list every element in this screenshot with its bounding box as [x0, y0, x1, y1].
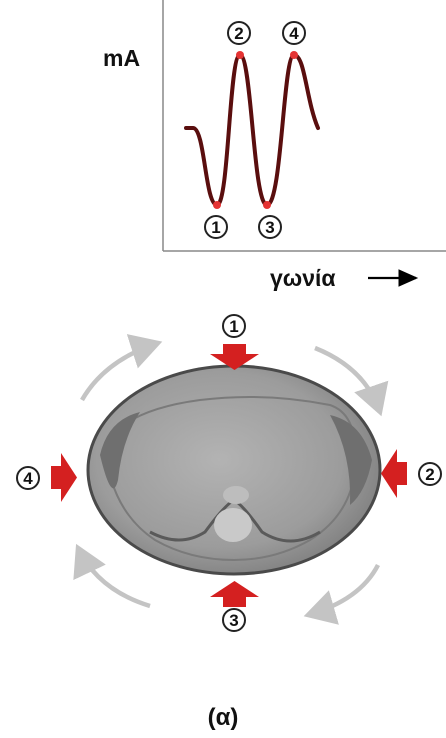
- figure-caption: (α): [208, 704, 239, 731]
- svg-text:3: 3: [265, 218, 274, 237]
- rotation-arrow-bottom-right: [308, 565, 378, 615]
- beam-marker-1: 1: [223, 315, 245, 337]
- beam-marker-4: 4: [17, 467, 39, 489]
- graph-marker-2: 2: [228, 22, 250, 44]
- beam-marker-3: 3: [223, 609, 245, 631]
- vertebra: [214, 508, 252, 542]
- peak-point-4: [290, 51, 298, 59]
- svg-text:4: 4: [23, 469, 33, 488]
- peak-point-2: [236, 51, 244, 59]
- spinal-canal: [223, 486, 249, 504]
- beam-marker-2: 2: [419, 463, 441, 485]
- graph-marker-1: 1: [205, 216, 227, 238]
- body-cross-section-diagram: 1 2 3 4: [17, 315, 441, 631]
- svg-text:4: 4: [289, 24, 299, 43]
- rotation-arrow-bottom-left: [78, 548, 150, 606]
- x-axis-label: γωνία: [270, 265, 336, 291]
- y-axis-label: mA: [103, 45, 140, 71]
- svg-text:1: 1: [229, 317, 238, 336]
- svg-text:2: 2: [425, 465, 434, 484]
- graph-marker-4: 4: [283, 22, 305, 44]
- beam-arrow-right: [381, 449, 407, 498]
- graph-marker-3: 3: [259, 216, 281, 238]
- trough-point-3: [263, 201, 271, 209]
- beam-arrow-left: [51, 453, 77, 502]
- svg-text:1: 1: [211, 218, 220, 237]
- svg-text:2: 2: [234, 24, 243, 43]
- trough-point-1: [213, 201, 221, 209]
- mA-curve: [186, 55, 318, 205]
- mA-vs-angle-graph: mA 1 2 3 4 γωνία: [103, 0, 446, 291]
- beam-arrow-bottom: [210, 581, 259, 607]
- svg-text:3: 3: [229, 611, 238, 630]
